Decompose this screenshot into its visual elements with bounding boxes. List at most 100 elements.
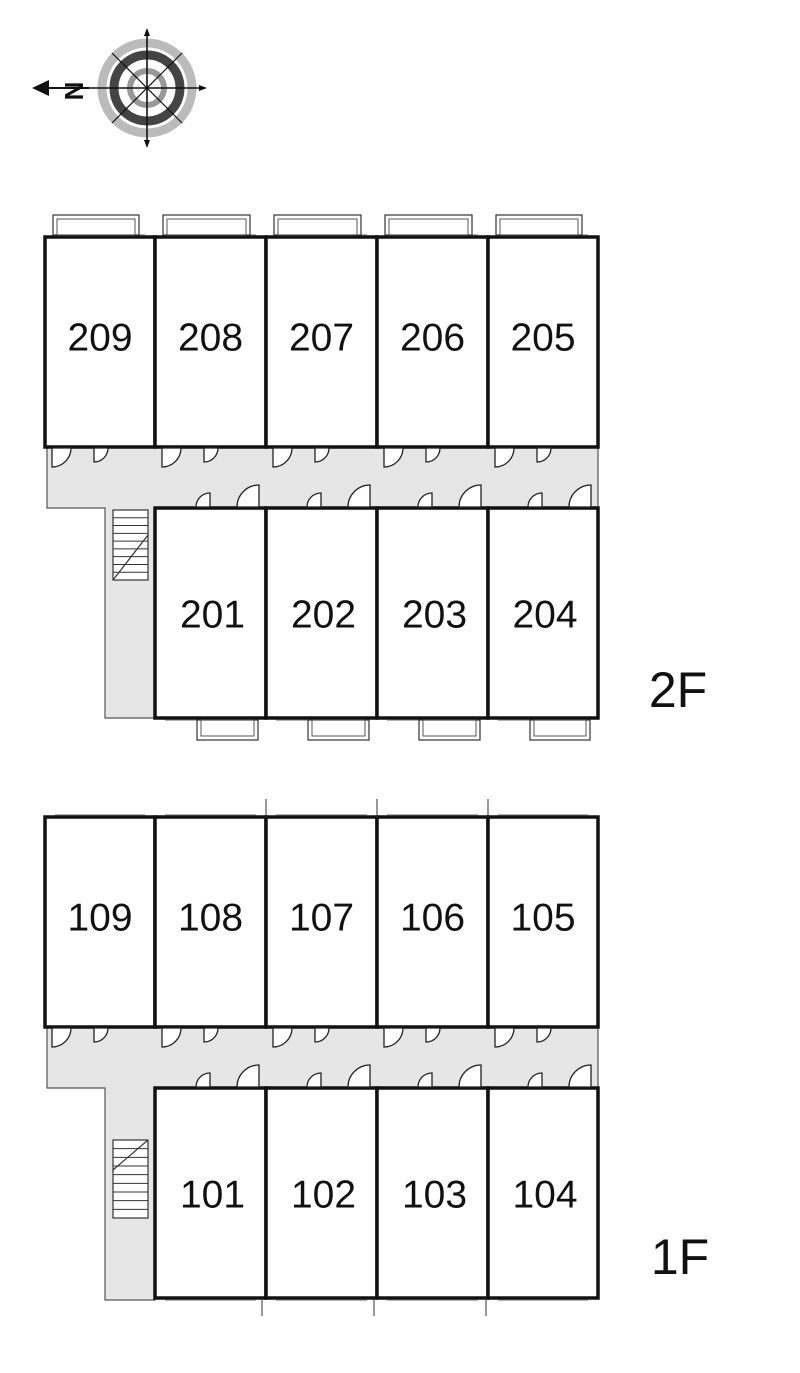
balcony [418,719,481,741]
unit-number: 209 [67,317,132,360]
balcony-rail [533,719,587,737]
balcony [495,214,583,236]
compass-north-label: N [59,82,89,101]
unit-outline [153,815,268,1029]
unit-109: 109 [43,814,157,1048]
utility-door-icon [425,1027,441,1043]
unit-number: 104 [512,1174,577,1217]
unit-108: 108 [153,814,268,1048]
unit-number: 208 [178,317,243,360]
utility-door-icon [527,492,543,508]
utility-door-icon [527,1072,543,1088]
unit-outline [375,506,490,720]
utility-door-icon [417,492,433,508]
utility-door-icon [203,447,219,463]
unit-208: 208 [153,214,268,468]
utility-door-icon [425,447,441,463]
balcony [162,214,251,236]
compass-rose-icon [32,28,207,148]
unit-201: 201 [153,484,268,741]
utility-door-icon [536,447,552,463]
entry-door-icon [51,1027,72,1048]
unit-number: 203 [402,594,467,637]
floor-label: 2F [649,662,707,718]
unit-outline [486,815,600,1029]
entry-door-icon [568,1064,592,1088]
balcony-rail [200,719,255,737]
floor-1f: 109 108 107 106 105 101 102 103 104 1F [43,799,709,1316]
balcony [529,719,591,741]
unit-number: 102 [291,1174,356,1217]
entry-door-icon [347,1064,371,1088]
entry-door-icon [161,447,182,468]
balcony-rail [422,719,477,737]
unit-number: 103 [402,1174,467,1217]
staircase [112,509,149,581]
floor-label: 1F [651,1229,709,1285]
entry-door-icon [568,484,592,508]
unit-number: 207 [289,317,354,360]
balcony [307,719,370,741]
utility-door-icon [314,1027,330,1043]
stair-direction-line [112,534,149,581]
unit-104: 104 [486,1064,600,1301]
balcony-rail [166,218,247,236]
corridor [46,1026,599,1301]
stair-outline [112,509,149,581]
balcony-rail [388,218,469,236]
unit-number: 204 [512,594,577,637]
unit-102: 102 [264,1064,379,1301]
entry-door-icon [347,484,371,508]
entry-door-icon [272,1027,293,1048]
unit-number: 105 [510,897,575,940]
unit-number: 201 [180,594,245,637]
utility-door-icon [417,1072,433,1088]
balcony-rail [311,719,366,737]
unit-outline [486,235,600,449]
entry-door-icon [383,447,404,468]
unit-204: 204 [486,484,600,741]
balcony-rail [499,218,579,236]
balcony-rail [277,218,358,236]
unit-outline [43,235,157,449]
entry-door-icon [236,1064,260,1088]
balcony [196,719,259,741]
entry-door-icon [458,484,482,508]
unit-101: 101 [153,1064,268,1301]
unit-outline [264,1086,379,1300]
unit-outline [264,815,379,1029]
utility-door-icon [195,492,211,508]
stair-outline [112,1139,149,1219]
unit-number: 108 [178,897,243,940]
unit-number: 107 [289,897,354,940]
unit-outline [375,235,490,449]
entry-door-icon [51,447,72,468]
unit-outline [375,1086,490,1300]
unit-107: 107 [264,814,379,1048]
utility-door-icon [536,1027,552,1043]
balcony [52,214,140,236]
unit-206: 206 [375,214,490,468]
unit-number: 202 [291,594,356,637]
utility-door-icon [195,1072,211,1088]
utility-door-icon [314,447,330,463]
unit-105: 105 [486,814,600,1048]
utility-door-icon [203,1027,219,1043]
unit-103: 103 [375,1064,490,1301]
balcony-rail [56,218,136,236]
unit-outline [153,1086,268,1300]
entry-door-icon [383,1027,404,1048]
unit-number: 206 [400,317,465,360]
staircase [112,1139,149,1219]
entry-door-icon [458,1064,482,1088]
entry-door-icon [494,1027,515,1048]
entry-door-icon [272,447,293,468]
stair-direction-line [112,1139,149,1171]
utility-door-icon [306,492,322,508]
unit-number: 106 [400,897,465,940]
utility-door-icon [306,1072,322,1088]
unit-202: 202 [264,484,379,741]
unit-203: 203 [375,484,490,741]
